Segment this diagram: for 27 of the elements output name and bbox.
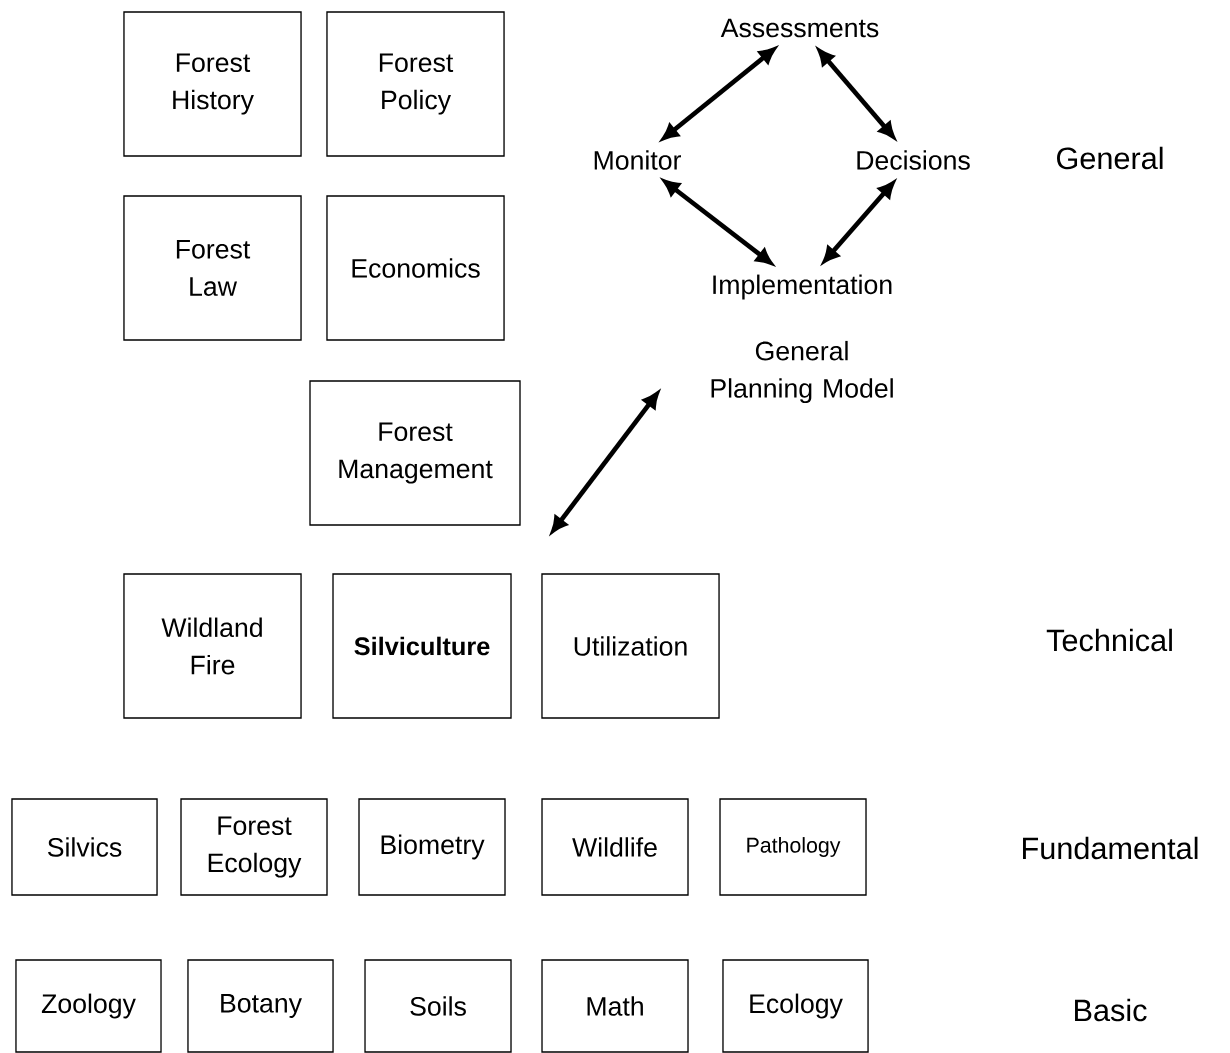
- level-label: Basic: [1075, 998, 1147, 1022]
- stage-text: Implementation: [713, 274, 892, 300]
- subject-box: Utilization: [541, 573, 720, 719]
- subject-box: Soils: [364, 959, 512, 1053]
- subject-box: Math: [541, 959, 689, 1053]
- level-label: Fundamental: [1023, 836, 1198, 860]
- subject-box: Wildlife: [541, 798, 689, 896]
- subject-box: Biometry: [358, 798, 506, 896]
- stage-text: Assessments: [720, 18, 879, 38]
- subject-box: Forest Management: [309, 380, 521, 526]
- level-label: General: [1057, 146, 1163, 170]
- subject-box: Zoology: [15, 959, 162, 1053]
- subject-box: Botany: [187, 959, 334, 1053]
- subject-box: Silvics: [11, 798, 158, 896]
- stage-text: General Planning Model: [711, 340, 893, 404]
- subject-box: Forest Ecology: [180, 798, 328, 896]
- subject-box: Forest History: [123, 11, 302, 157]
- stage-text: Decisions: [857, 150, 970, 170]
- level-label: Technical: [1046, 628, 1172, 652]
- subject-box: Forest Policy: [326, 11, 505, 157]
- subject-box: Forest Law: [123, 195, 302, 341]
- subject-box: Economics: [326, 195, 505, 341]
- subject-box: Ecology: [722, 959, 869, 1053]
- subject-box: Wildland Fire: [123, 573, 302, 719]
- subject-box: Silviculture: [332, 573, 512, 719]
- subject-box: Pathology: [719, 798, 867, 896]
- stage-text: Monitor: [594, 150, 681, 170]
